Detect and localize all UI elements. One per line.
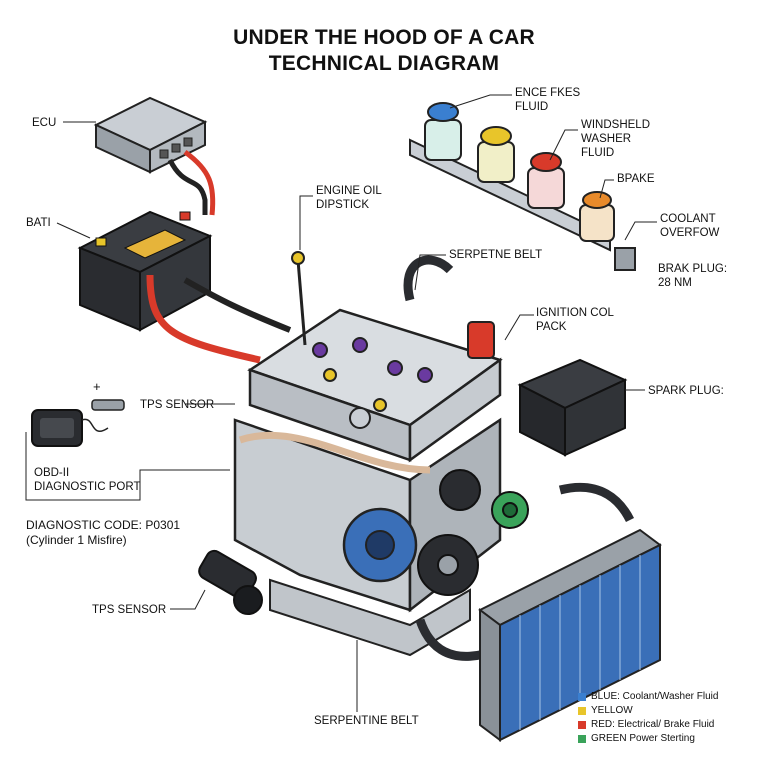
title-line-2: TECHNICAL DIAGRAM (268, 52, 500, 75)
label-serpentine-bottom: SERPENTINE BELT (314, 715, 419, 727)
label-ignition-line1: IGNITION COL (536, 307, 614, 319)
obd-port (31, 399, 125, 447)
label-plus: + (93, 379, 101, 394)
title-line-1: UNDER THE HOOD OF A CAR (233, 26, 535, 49)
label-fluid-top-line1: ENCE FKES (515, 87, 581, 99)
diagnostic-code-line2: (Cylinder 1 Misfire) (26, 533, 127, 547)
label-engine-oil-line2: DIPSTICK (316, 199, 370, 211)
label-washer-line3: FLUID (581, 147, 615, 159)
label-serpentine-top: SERPETNE BELT (449, 249, 543, 261)
battery (77, 210, 213, 332)
label-brake-plug-line2: 28 NM (658, 277, 692, 289)
diagnostic-code-line1: DIAGNOSTIC CODE: P0301 (26, 518, 181, 532)
radiator (478, 528, 662, 742)
label-ecu: ECU (32, 117, 57, 129)
legend-text: BLUE: Coolant/Washer Fluid (591, 691, 719, 702)
label-battery: BATI (26, 217, 51, 229)
label-coolant-line2: OVERFOW (660, 227, 720, 239)
legend-item: RED: Electrical/ Brake Fluid (578, 718, 718, 732)
legend-swatch-yellow (578, 707, 586, 715)
label-fluid-top-line2: FLUID (515, 101, 549, 113)
legend-item: YELLOW (578, 704, 718, 718)
ecu-module (93, 96, 208, 174)
legend-swatch-red (578, 721, 586, 729)
label-washer-line1: WINDSHELD (581, 119, 651, 131)
label-engine-oil-line1: ENGINE OIL (316, 185, 382, 197)
legend-swatch-blue (578, 693, 586, 701)
label-washer-line2: WASHER (581, 133, 632, 145)
legend-item: BLUE: Coolant/Washer Fluid (578, 690, 718, 704)
fluid-reservoirs (409, 102, 636, 271)
label-tps-top: TPS SENSOR (140, 399, 215, 411)
label-obd-line2: DIAGNOSTIC PORT (34, 481, 141, 493)
label-obd-line1: OBD-II (34, 467, 70, 479)
label-ignition-line2: PACK (536, 321, 567, 333)
air-box (517, 358, 628, 457)
dipstick-handle-icon (291, 251, 305, 265)
legend-item: GREEN Power Sterting (578, 732, 718, 746)
legend-swatch-green (578, 735, 586, 743)
label-spark-plug: SPARK PLUG: (648, 385, 724, 397)
label-brake: BPAKE (617, 173, 655, 185)
tps-sensor-bottom (198, 549, 263, 615)
legend-text: RED: Electrical/ Brake Fluid (591, 719, 715, 730)
ignition-coil-icon (467, 321, 495, 359)
diagnostic-code: DIAGNOSTIC CODE: P0301 (Cylinder 1 Misfi… (26, 518, 180, 548)
alternator (342, 507, 418, 583)
legend-text: GREEN Power Sterting (591, 733, 695, 744)
label-coolant-line1: COOLANT (660, 213, 716, 225)
color-legend: BLUE: Coolant/Washer Fluid YELLOW RED: E… (578, 690, 718, 746)
label-brake-plug-line1: BRAK PLUG: (658, 263, 728, 275)
legend-text: YELLOW (591, 705, 633, 716)
pulleys (417, 469, 529, 596)
label-tps-bottom: TPS SENSOR (92, 604, 167, 616)
